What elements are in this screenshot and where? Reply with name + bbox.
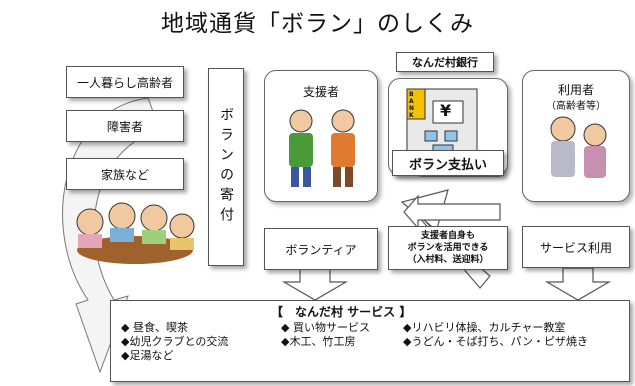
services-col-3: ◆リハビリ体操、カルチャー教室 ◆うどん・そば打ち、パン・ピザ焼き [403, 321, 588, 349]
down-arrow-volunteer [281, 267, 349, 301]
supporter-note-box: 支援者自身も ボランを活用できる （入村料、送迎料） [388, 226, 508, 270]
services-col-1: ◆ 昼食、喫茶 ◆幼児クラブとの交流 ◆足湯など [121, 321, 228, 363]
services-title: 【 なんだ村 サービス 】 [271, 305, 412, 319]
service-item: ◆ 昼食、喫茶 [121, 321, 188, 334]
donor-elderly-box: 一人暮らし高齢者 [66, 66, 184, 98]
donor-family-label: 家族など [100, 167, 149, 182]
supporter-label: 支援者 [302, 85, 339, 99]
bank-label: なんだ村銀行 [412, 56, 478, 69]
service-item: ◆うどん・そば打ち、パン・ピザ焼き [403, 335, 589, 348]
payment-box: ボラン支払い [392, 150, 504, 176]
services-box: 【 なんだ村 サービス 】 ◆ 昼食、喫茶 ◆幼児クラブとの交流 ◆足湯など ◆… [110, 300, 630, 382]
down-arrow-service [544, 267, 612, 301]
volunteer-box: ボランティア [264, 228, 378, 270]
user-illustration [550, 116, 607, 178]
service-item: ◆足湯など [121, 349, 174, 362]
volunteer-label: ボランティア [285, 242, 357, 257]
bank-label-box: なんだ村銀行 [396, 52, 494, 72]
supporter-card: 支援者 [264, 70, 378, 202]
service-item: ◆木工、竹工房 [281, 335, 356, 348]
service-item: ◆リハビリ体操、カルチャー教室 [403, 321, 566, 334]
supporter-illustration [289, 109, 355, 187]
page-title: 地域通貨「ボラン」のしくみ [161, 11, 474, 37]
family-illustration [70, 198, 200, 268]
user-label: 利用者 [557, 83, 594, 97]
user-sub-label: （高齢者等） [546, 101, 606, 112]
payment-label: ボラン支払い [408, 157, 487, 173]
bank-yen-symbol: ¥ [440, 101, 452, 120]
user-card: 利用者 （高齢者等） [522, 70, 630, 202]
donor-family-box: 家族など [66, 158, 184, 190]
service-use-box: サービス利用 [522, 226, 630, 268]
donor-disabled-label: 障害者 [106, 119, 143, 134]
donation-box: ボランの寄付 [208, 68, 244, 266]
services-col-2: ◆ 買い物サービス ◆木工、竹工房 [281, 321, 370, 349]
service-item: ◆ 買い物サービス [281, 321, 370, 334]
payment-left-arrow [403, 194, 501, 230]
donation-label: ボランの寄付 [218, 107, 234, 227]
supporter-note-line3: （入村料、送迎料） [407, 255, 489, 265]
supporter-note-line2: ボランを活用できる [407, 243, 489, 253]
bank-sign: BANK [409, 91, 415, 119]
donor-disabled-box: 障害者 [66, 110, 184, 142]
supporter-note-line1: 支援者自身も [420, 231, 475, 241]
service-use-label: サービス利用 [539, 240, 612, 255]
service-item: ◆幼児クラブとの交流 [121, 335, 229, 348]
donor-elderly-label: 一人暮らし高齢者 [76, 75, 173, 90]
